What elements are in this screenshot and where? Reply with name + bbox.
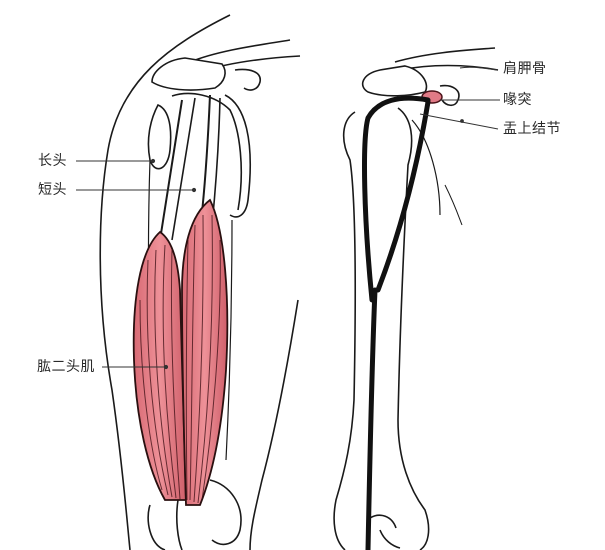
- label-coracoid-process: 喙突: [503, 92, 532, 108]
- left-leader-lines: [76, 158, 197, 370]
- biceps-muscle: [132, 198, 229, 506]
- arm-outline-left: [99, 14, 231, 550]
- long-head-belly: [132, 230, 187, 501]
- label-long-head: 长头: [38, 153, 67, 169]
- label-short-head: 短头: [38, 182, 67, 198]
- right-arm-figure: [333, 47, 499, 550]
- label-biceps-brachii: 肱二头肌: [37, 359, 95, 375]
- biceps-tendons-diagram: [362, 95, 431, 550]
- label-scapula: 肩胛骨: [503, 61, 547, 77]
- label-supraglenoid-tubercle: 盂上结节: [503, 121, 561, 137]
- right-leader-lines: [419, 66, 500, 130]
- arm-outline-right: [249, 299, 299, 550]
- left-arm-figure: [99, 14, 301, 550]
